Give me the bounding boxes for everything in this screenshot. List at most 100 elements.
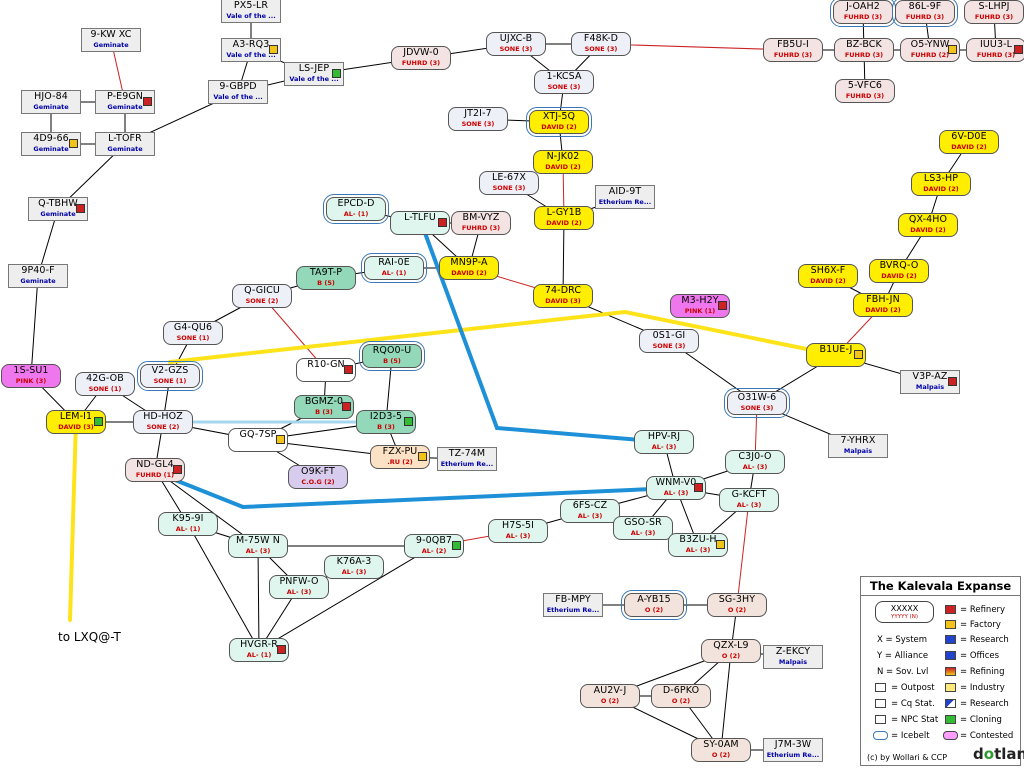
refinery-station-icon: [694, 483, 703, 492]
gate-jump: [257, 545, 260, 651]
legend-sample-alliance: YYYYY (N): [891, 614, 918, 620]
system-alliance: B (5): [317, 278, 335, 287]
system-name: D-6PKO: [662, 685, 700, 696]
system-r10-gn[interactable]: R10-GN: [296, 358, 356, 382]
system-name: HD-HOZ: [143, 411, 183, 422]
system-alliance: SONE (3): [652, 341, 686, 350]
system-b1ue-j[interactable]: B1UE-J: [806, 343, 866, 367]
system-gq-7sp[interactable]: GQ-7SP: [228, 428, 288, 452]
system-alliance: DAVID (2): [810, 276, 846, 285]
system-name: 9-GBPD: [219, 81, 257, 92]
system-l-tlfu[interactable]: L-TLFU: [390, 211, 450, 235]
system-name: JDVW-0: [403, 47, 439, 58]
system-alliance: O (2): [671, 696, 691, 705]
system-name: 5-VFC6: [847, 80, 883, 91]
conquerable-station-swatch-icon: [875, 699, 886, 708]
system-fzx-pu[interactable]: FZX-PU.RU (2): [370, 445, 430, 469]
